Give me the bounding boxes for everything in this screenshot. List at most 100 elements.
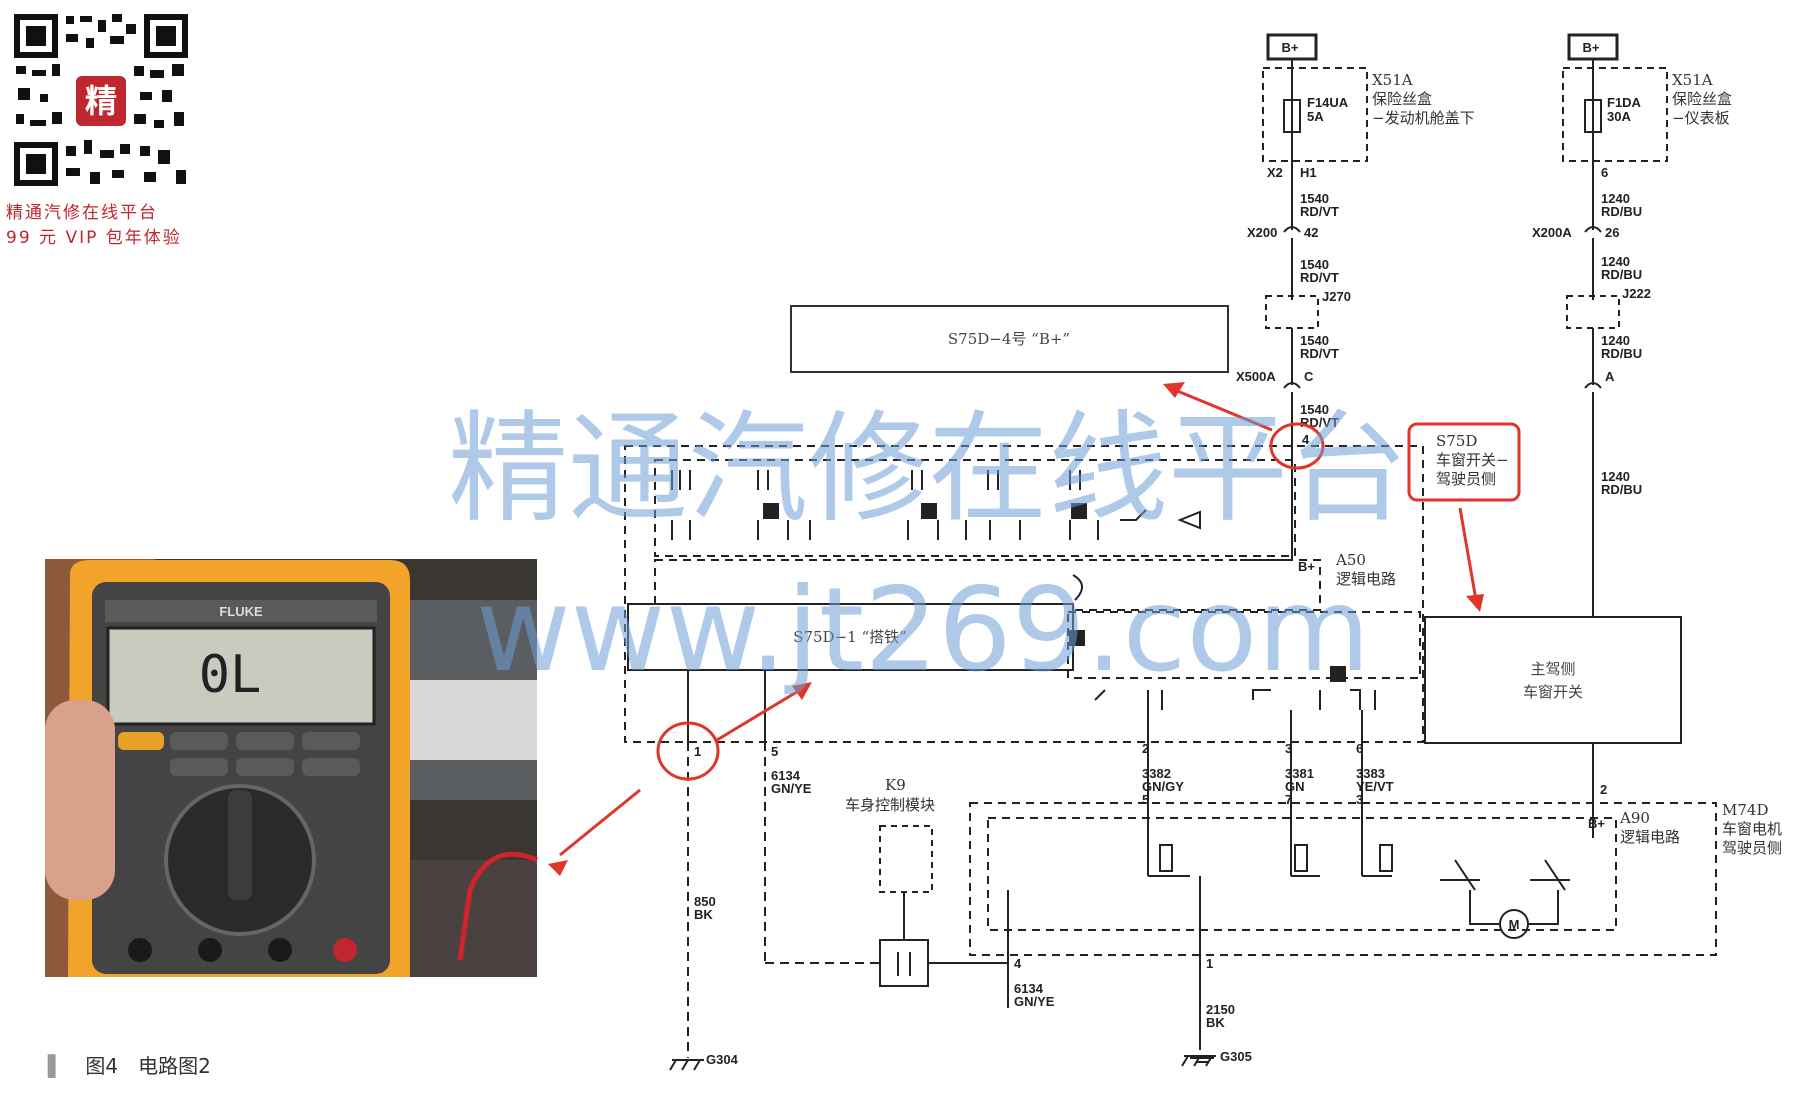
- conn-x200-pin: 42: [1304, 225, 1318, 240]
- s75d-bplus: B+: [1298, 559, 1315, 574]
- left-fuse-block-ref: X51A: [1372, 71, 1413, 89]
- left-wire4-num: 1540: [1300, 402, 1329, 417]
- brand-line2: 99 元 VIP 包年体验: [6, 228, 182, 248]
- splice-j270: J270: [1322, 289, 1351, 304]
- wire-3383-color: YE/VT: [1356, 779, 1394, 794]
- right-wire3-num: 1240: [1601, 333, 1630, 348]
- logo-char: 精: [85, 82, 117, 120]
- right-fuse-rating: 30A: [1607, 109, 1631, 124]
- splice-j222: J222: [1622, 286, 1651, 301]
- meter-brand: FLUKE: [219, 604, 263, 619]
- m74d-ref: M74D: [1722, 801, 1768, 819]
- s75d-desc-2: 驾驶员侧: [1436, 470, 1496, 488]
- watermark-line2: www.jt269.com: [476, 563, 1371, 698]
- m74d-desc-2: 驾驶员侧: [1722, 839, 1782, 857]
- pin-2: 2: [1142, 741, 1149, 756]
- s75d-desc-1: 车窗开关−: [1436, 451, 1509, 469]
- left-fuse-block-loc: −发动机舱盖下: [1372, 109, 1475, 127]
- meter-display: 0L: [199, 645, 262, 705]
- right-bplus: B+: [1583, 40, 1600, 55]
- left-wire3-color: RD/VT: [1300, 346, 1339, 361]
- wire-3382-color: GN/GY: [1142, 779, 1184, 794]
- wire-3381: 3381: [1285, 766, 1314, 781]
- wire-3383: 3383: [1356, 766, 1385, 781]
- pin-3: 3: [1285, 741, 1292, 756]
- m74d-desc-1: 车窗电机: [1722, 820, 1782, 838]
- a90-ref: A90: [1619, 809, 1650, 827]
- caption-marker: ▌: [48, 1054, 64, 1078]
- main-window-switch: [1424, 616, 1682, 744]
- left-fuse-id: F14UA: [1307, 95, 1349, 110]
- left-fuse-rating: 5A: [1307, 109, 1324, 124]
- pin-1-lower: 1: [1206, 956, 1213, 971]
- pin-4-lower: 4: [1014, 956, 1022, 971]
- right-wire4-num: 1240: [1601, 469, 1630, 484]
- right-fuse-block-ref: X51A: [1672, 71, 1713, 89]
- right-wire4-color: RD/BU: [1601, 482, 1642, 497]
- wire-850: 850: [694, 894, 716, 909]
- conn-x200a: X200A: [1532, 225, 1572, 240]
- pin-6: 6: [1356, 741, 1363, 756]
- right-wire2-color: RD/BU: [1601, 267, 1642, 282]
- ground-pin5: 5: [771, 744, 778, 759]
- s75d-switch-assembly: [624, 445, 1424, 743]
- pin-7: 7: [1285, 792, 1292, 807]
- wire-3381-color: GN: [1285, 779, 1305, 794]
- s75d-pin4: 4: [1302, 432, 1310, 447]
- a90-desc: 逻辑电路: [1620, 828, 1680, 846]
- right-wire1-color: RD/BU: [1601, 204, 1642, 219]
- k9-ref: K9: [885, 776, 906, 794]
- conn-x200: X200: [1247, 225, 1277, 240]
- left-bplus: B+: [1282, 40, 1299, 55]
- wire-6134-a: 6134: [771, 768, 801, 783]
- ground-g305-icon: [1181, 1055, 1216, 1067]
- lower-wiring: [687, 742, 1717, 1063]
- qr-code-logo: 精: [12, 12, 190, 188]
- right-wire1-num: 1240: [1601, 191, 1630, 206]
- left-pin-h1: H1: [1300, 165, 1317, 180]
- right-fuse-block-name: 保险丝盒: [1672, 90, 1732, 108]
- brand-line1: 精通汽修在线平台: [6, 203, 158, 223]
- conn-a-pin: A: [1605, 369, 1615, 384]
- wire-6134-b-color: GN/YE: [1014, 994, 1055, 1009]
- wire-6134-b: 6134: [1014, 981, 1044, 996]
- multimeter-photo: FLUKE 0L: [45, 559, 538, 977]
- a50-desc: 逻辑电路: [1336, 570, 1396, 588]
- a90-bplus: B+: [1588, 816, 1605, 831]
- right-wire3-color: RD/BU: [1601, 346, 1642, 361]
- pin-3b: 3: [1356, 792, 1363, 807]
- main-switch-line2: 车窗开关: [1523, 683, 1583, 701]
- figure-caption: ▌ 图4 电路图2: [48, 1050, 211, 1079]
- left-wire3-num: 1540: [1300, 333, 1329, 348]
- caption-text: 图4 电路图2: [85, 1054, 211, 1078]
- right-pin-6: 6: [1601, 165, 1608, 180]
- left-wire2-color: RD/VT: [1300, 270, 1339, 285]
- conn-x500a-pin: C: [1304, 369, 1314, 384]
- s75d-ref: S75D: [1436, 432, 1477, 450]
- wire-3382: 3382: [1142, 766, 1171, 781]
- conn-x500a: X500A: [1236, 369, 1276, 384]
- k9-desc: 车身控制模块: [845, 796, 935, 814]
- ground-g304-icon: [669, 1059, 704, 1071]
- motor-icon: M: [1509, 917, 1520, 932]
- right-fuse-id: F1DA: [1607, 95, 1642, 110]
- right-fuse-block-loc: −仪表板: [1672, 109, 1730, 127]
- left-fuse-block-name: 保险丝盒: [1372, 90, 1432, 108]
- left-pin-x2: X2: [1267, 165, 1283, 180]
- red-arrowheads: [548, 382, 1484, 876]
- pin-5-lower: 5: [1142, 792, 1149, 807]
- s75d1-label: S75D−1 “搭铁”: [793, 628, 907, 646]
- red-annotations: [559, 388, 1521, 857]
- arrows-icon: [678, 1048, 698, 1058]
- pin-2-motor: 2: [1600, 782, 1607, 797]
- a50-ref: A50: [1335, 551, 1366, 569]
- wire-2150-color: BK: [1206, 1015, 1225, 1030]
- ground-g305-label: G305: [1220, 1049, 1252, 1064]
- left-wire1-num: 1540: [1300, 191, 1329, 206]
- wire-850-color: BK: [694, 907, 713, 922]
- left-wire1-color: RD/VT: [1300, 204, 1339, 219]
- conn-x200a-pin: 26: [1605, 225, 1619, 240]
- right-wire2-num: 1240: [1601, 254, 1630, 269]
- wire-6134-a-color: GN/YE: [771, 781, 812, 796]
